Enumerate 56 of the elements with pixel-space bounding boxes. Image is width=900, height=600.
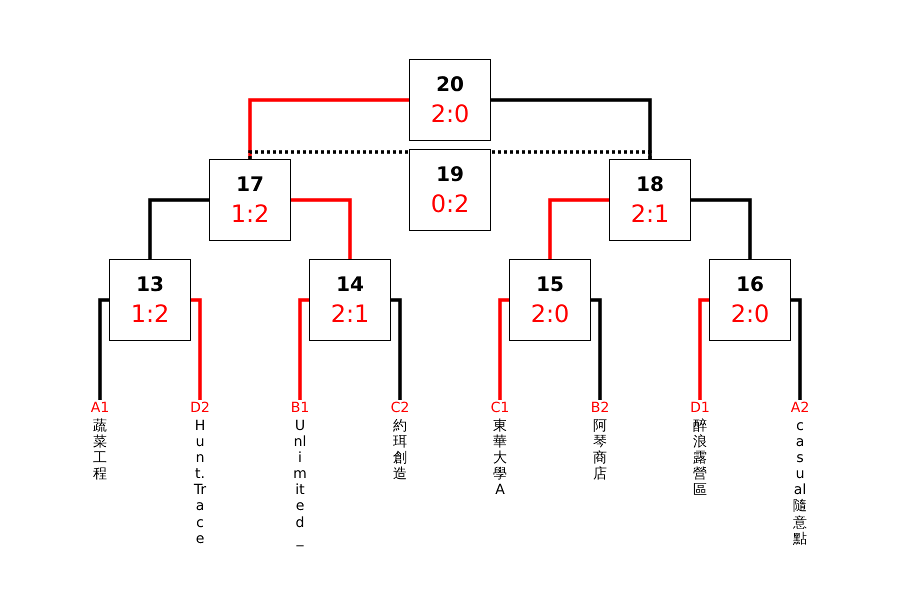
team-name: 約珥創造 [393, 418, 407, 482]
bracket-line [98, 298, 109, 400]
match-box [109, 259, 191, 341]
seed-label: C1 [490, 400, 510, 416]
match-box [709, 259, 791, 341]
match-number: 14 [336, 272, 364, 296]
bracket-line [291, 198, 352, 259]
match-number: 18 [636, 172, 664, 196]
bracket-line [391, 298, 402, 400]
match-number: 13 [136, 272, 164, 296]
match-number: 16 [736, 272, 764, 296]
match-score: 2:0 [730, 300, 770, 328]
match-score: 2:0 [530, 300, 570, 328]
dotted-bracket-line [491, 150, 652, 159]
match-box [609, 159, 691, 241]
seed-label: C2 [390, 400, 410, 416]
bracket-line [548, 198, 609, 259]
match-number: 20 [436, 72, 464, 96]
match-box [309, 259, 391, 341]
match-box [409, 149, 491, 231]
seed-label: B2 [590, 400, 610, 416]
bracket-line [691, 198, 752, 259]
dotted-bracket-line [248, 150, 409, 159]
bracket-line [148, 198, 209, 259]
match-score: 0:2 [430, 190, 470, 218]
match-number: 19 [436, 162, 464, 186]
match-box [209, 159, 291, 241]
seed-label: A1 [90, 400, 110, 416]
team-name: 阿琴商店 [593, 418, 607, 482]
seed-label: B1 [290, 400, 310, 416]
team-name: 蔬菜工程 [93, 418, 107, 482]
match-box [509, 259, 591, 341]
match-score: 2:0 [430, 100, 470, 128]
bracket-line [491, 98, 652, 159]
bracket-line [698, 298, 709, 400]
seed-label: D2 [190, 400, 210, 416]
bracket-line [791, 298, 802, 400]
team-name: Hunt.Trace [193, 418, 207, 547]
seed-label: A2 [790, 400, 810, 416]
match-number: 15 [536, 272, 564, 296]
match-score: 1:2 [230, 200, 270, 228]
team-name: casual隨意點 [793, 418, 807, 547]
team-name: 東華大學A [493, 418, 507, 498]
bracket-line [191, 298, 202, 400]
bracket-line [498, 298, 509, 400]
team-name: 醉浪露營區 [693, 418, 707, 498]
seed-label: D1 [690, 400, 710, 416]
match-score: 2:1 [630, 200, 670, 228]
match-box [409, 59, 491, 141]
bracket-line [591, 298, 602, 400]
team-name: Unlimited_ [293, 418, 307, 547]
match-score: 1:2 [130, 300, 170, 328]
bracket-line [298, 298, 309, 400]
bracket-line [248, 98, 409, 159]
match-number: 17 [236, 172, 264, 196]
match-score: 2:1 [330, 300, 370, 328]
